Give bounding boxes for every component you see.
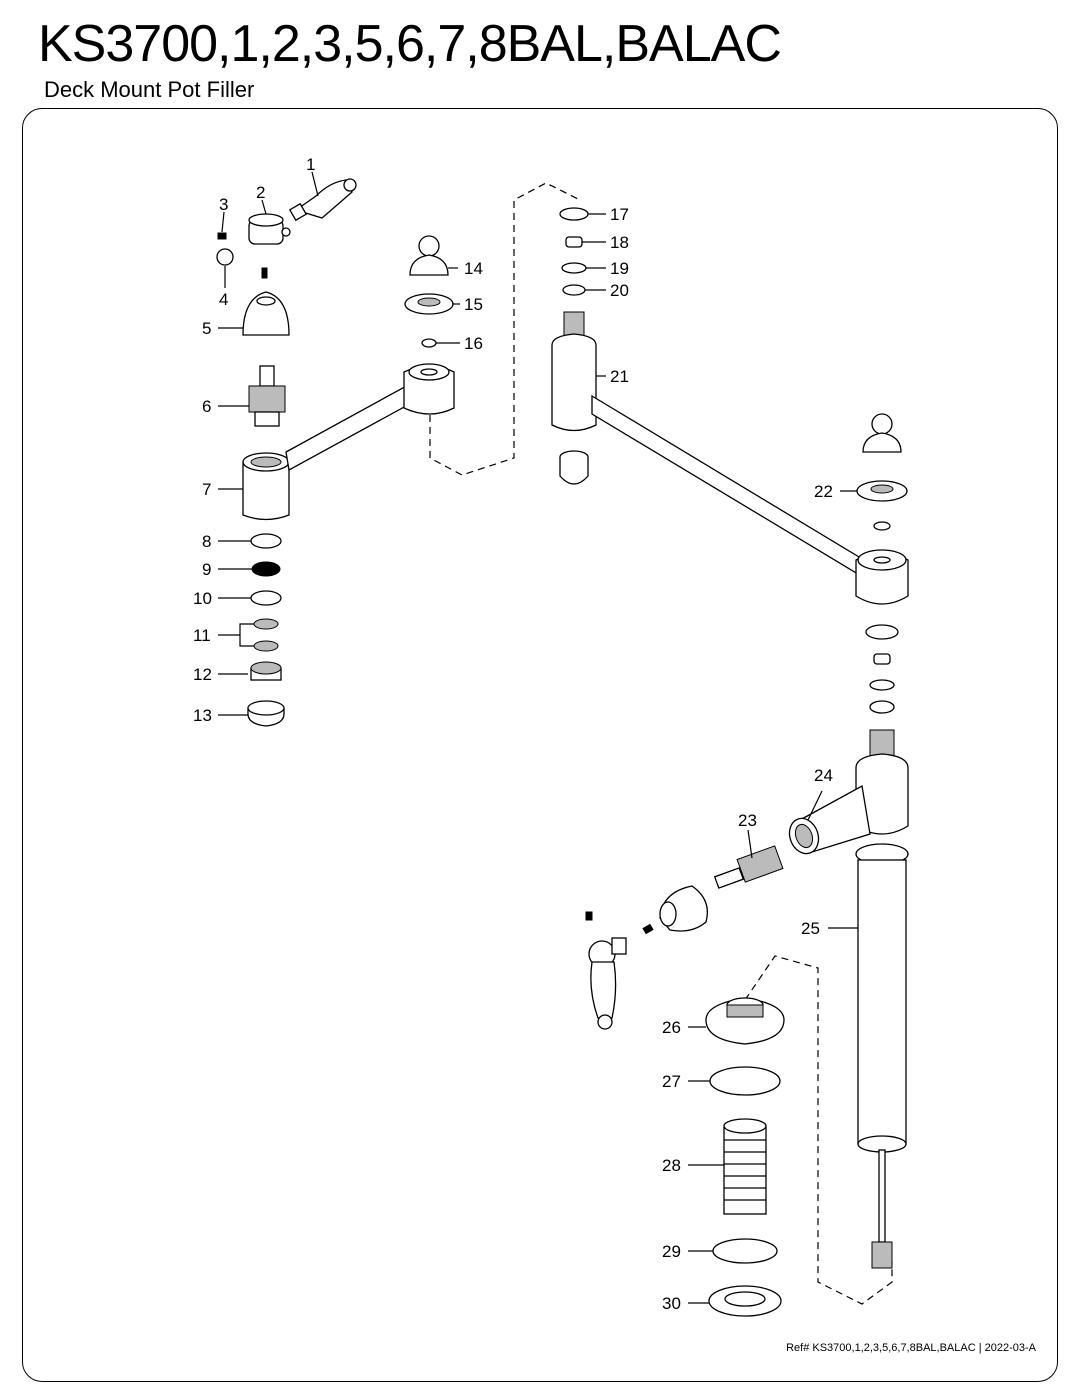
callout-10: 10 <box>193 589 212 608</box>
callout-11: 11 <box>193 626 211 645</box>
callout-17: 17 <box>610 205 629 224</box>
callout-23: 23 <box>738 811 757 830</box>
part-21-swivel-arm <box>551 311 865 575</box>
part-29-washer <box>712 1238 778 1264</box>
part-14-finial <box>409 235 449 276</box>
part-11-screen-b <box>253 640 279 652</box>
part-11-screen-a <box>253 618 279 630</box>
callout-1: 1 <box>306 155 315 174</box>
callout-29: 29 <box>662 1242 681 1261</box>
part-30-mounting-nut <box>708 1285 782 1317</box>
callout-6: 6 <box>202 397 211 416</box>
callout-26: 26 <box>662 1018 681 1037</box>
part-6-valve-cartridge <box>248 365 286 427</box>
callout-14: 14 <box>464 259 483 278</box>
part-18-bushing <box>565 236 583 248</box>
part-5-escutcheon-cap <box>242 291 290 336</box>
callout-28: 28 <box>662 1156 681 1175</box>
screw-lower-a <box>642 923 654 935</box>
callout-12: 12 <box>193 665 212 684</box>
washer-lower-1 <box>869 679 895 691</box>
part-17-o-ring <box>559 207 589 221</box>
callout-19: 19 <box>610 259 629 278</box>
part-4-index-button <box>216 248 234 266</box>
part-15-swivel-nut <box>404 293 454 315</box>
part-26-base-flange <box>705 997 785 1045</box>
reference-number: Ref# KS3700,1,2,3,5,6,7,8BAL,BALAC | 202… <box>786 1342 1036 1354</box>
callout-15: 15 <box>464 295 483 314</box>
bushing-lower <box>873 653 891 665</box>
callout-27: 27 <box>662 1072 681 1091</box>
part-12-aerator-insert <box>250 661 282 681</box>
o-ring-lower-1 <box>865 624 899 640</box>
part-3-set-screw <box>217 232 227 240</box>
callout-13: 13 <box>193 706 212 725</box>
part-27-gasket <box>709 1066 781 1096</box>
screw-small <box>261 267 268 279</box>
callout-labels: 1 2 3 4 5 6 7 8 9 10 11 12 13 14 15 16 1… <box>193 155 833 1313</box>
lever-handle-lower <box>588 937 627 1030</box>
part-24-valve-body <box>788 729 909 855</box>
callout-20: 20 <box>610 281 629 300</box>
part-10-o-ring <box>250 590 282 606</box>
washer-lower-2 <box>869 700 895 714</box>
part-25-supply-tube <box>855 843 909 1269</box>
part-1-handle-lever <box>288 178 357 222</box>
callout-24: 24 <box>814 766 833 785</box>
part-19-washer <box>561 262 587 274</box>
drawing-subtitle: Deck Mount Pot Filler <box>44 77 255 102</box>
callout-9: 9 <box>202 560 211 579</box>
leader-lines <box>218 171 858 1304</box>
callout-16: 16 <box>464 334 483 353</box>
drawing-frame <box>22 108 1058 1382</box>
screw-lower-b <box>585 911 593 921</box>
callout-4: 4 <box>219 290 228 309</box>
part-23-valve-cartridge <box>713 845 784 889</box>
part-9-screen-washer <box>251 561 281 577</box>
part-28-threaded-shank <box>723 1118 767 1215</box>
callout-3: 3 <box>219 195 228 214</box>
part-20-o-ring <box>562 284 586 296</box>
callout-18: 18 <box>610 233 629 252</box>
part-16-o-ring <box>421 338 437 348</box>
part-22-finial-and-nut <box>856 413 908 531</box>
callout-30: 30 <box>662 1294 681 1313</box>
part-8-washer <box>250 533 282 549</box>
callout-8: 8 <box>202 532 211 551</box>
guide-dashed-lower <box>744 955 893 1305</box>
handle-cap-lower <box>659 885 709 932</box>
guide-dashed-upper <box>429 182 581 476</box>
callout-5: 5 <box>202 319 211 338</box>
callout-2: 2 <box>256 183 265 202</box>
part-7-valve-body-spout <box>242 363 455 521</box>
callout-22: 22 <box>814 482 833 501</box>
callout-7: 7 <box>202 480 211 499</box>
callout-25: 25 <box>801 919 820 938</box>
swivel-elbow <box>855 549 909 605</box>
callout-21: 21 <box>610 367 629 386</box>
drawing-title: KS3700,1,2,3,5,6,7,8BAL,BALAC <box>38 15 782 73</box>
part-13-aerator-housing <box>247 700 285 727</box>
part-2-handle-hub <box>248 213 291 245</box>
